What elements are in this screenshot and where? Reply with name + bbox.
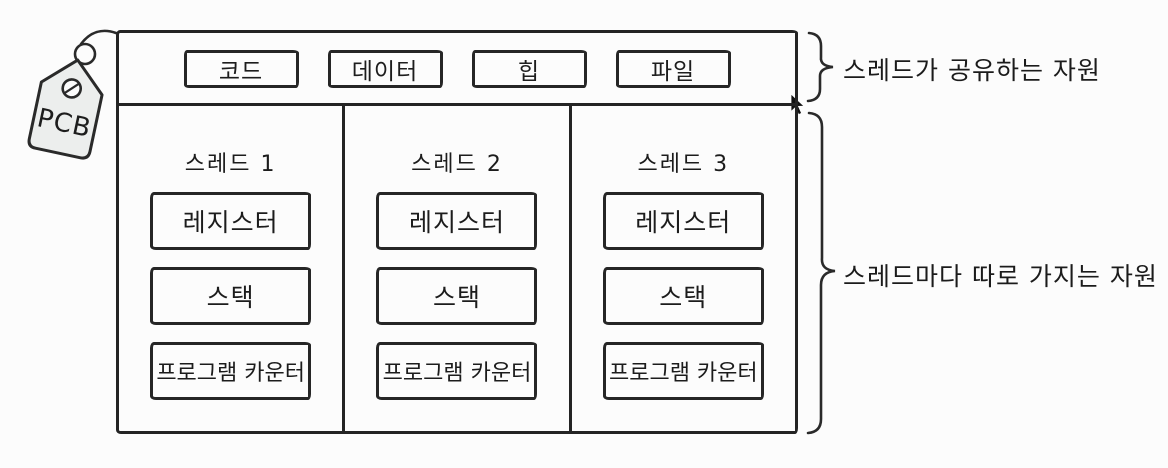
per-thread-resources-annotation: 스레드마다 따로 가지는 자원 [843, 262, 1158, 291]
brace-shared-resources [806, 31, 834, 103]
pcb-tag: PCB [27, 58, 104, 160]
pcb-tag-label: PCB [34, 103, 94, 144]
thread-2-title: 스레드 2 [411, 152, 503, 177]
shared-resource-box-heap: 힙 [471, 50, 587, 88]
thread-3-column: 스레드 3 레지스터 스택 프로그램 카운터 [572, 106, 795, 431]
shared-resource-box-code: 코드 [183, 50, 299, 88]
thread-2-registers-box: 레지스터 [376, 192, 538, 250]
thread-1-title: 스레드 1 [184, 152, 277, 177]
thread-1-stack-box: 스택 [150, 267, 312, 325]
shared-resources-section: 코드 데이터 힙 파일 [119, 33, 795, 106]
thread-1-column: 스레드 1 레지스터 스택 프로그램 카운터 [119, 106, 346, 431]
thread-3-stack-box: 스택 [602, 267, 764, 325]
thread-2-column: 스레드 2 레지스터 스택 프로그램 카운터 [345, 106, 572, 431]
thread-2-program-counter-box: 프로그램 카운터 [376, 342, 538, 400]
threads-section: 스레드 1 레지스터 스택 프로그램 카운터 스레드 2 레지스터 스택 프로그… [119, 106, 795, 431]
tag-string [69, 29, 118, 90]
shared-resources-annotation: 스레드가 공유하는 자원 [843, 56, 1101, 85]
thread-1-program-counter-box: 프로그램 카운터 [150, 342, 312, 400]
thread-3-title: 스레드 3 [637, 152, 730, 177]
tag-hole-icon [61, 78, 83, 99]
brace-per-thread-resources [806, 111, 836, 435]
process-box: 코드 데이터 힙 파일 스레드 1 레지스터 스택 프로그램 카운터 스레드 2… [116, 30, 798, 434]
thread-3-registers-box: 레지스터 [602, 192, 764, 250]
shared-resource-box-file: 파일 [615, 50, 731, 88]
shared-resource-box-data: 데이터 [327, 50, 443, 88]
thread-3-program-counter-box: 프로그램 카운터 [602, 342, 764, 400]
thread-2-stack-box: 스택 [376, 267, 538, 325]
thread-1-registers-box: 레지스터 [150, 192, 312, 250]
